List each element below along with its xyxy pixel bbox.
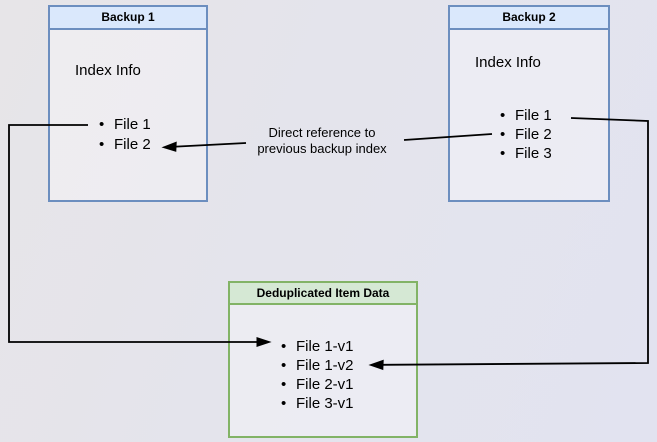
backup1-index-info-label: Index Info bbox=[75, 62, 141, 79]
backup1-file-list: File 1 File 2 bbox=[99, 115, 151, 155]
dedup-title: Deduplicated Item Data bbox=[230, 283, 416, 305]
backup1-node: Backup 1 bbox=[48, 5, 208, 202]
list-item: File 1-v2 bbox=[281, 356, 354, 375]
list-item: File 1 bbox=[99, 115, 151, 135]
list-item: File 3 bbox=[500, 144, 552, 163]
backup2-index-info-label: Index Info bbox=[475, 54, 541, 71]
list-item: File 2 bbox=[500, 125, 552, 144]
backup2-file-list: File 1 File 2 File 3 bbox=[500, 106, 552, 163]
annotation-line1: Direct reference to bbox=[268, 125, 376, 140]
backup2-node: Backup 2 bbox=[448, 5, 610, 202]
list-item: File 1-v1 bbox=[281, 337, 354, 356]
list-item: File 2 bbox=[99, 135, 151, 155]
list-item: File 2-v1 bbox=[281, 375, 354, 394]
backup1-title: Backup 1 bbox=[50, 7, 206, 30]
list-item: File 1 bbox=[500, 106, 552, 125]
backup2-title: Backup 2 bbox=[450, 7, 608, 30]
direct-reference-annotation: Direct reference to previous backup inde… bbox=[237, 125, 407, 156]
annotation-line2: previous backup index bbox=[257, 140, 387, 156]
dedup-file-list: File 1-v1 File 1-v2 File 2-v1 File 3-v1 bbox=[281, 337, 354, 413]
list-item: File 3-v1 bbox=[281, 394, 354, 413]
